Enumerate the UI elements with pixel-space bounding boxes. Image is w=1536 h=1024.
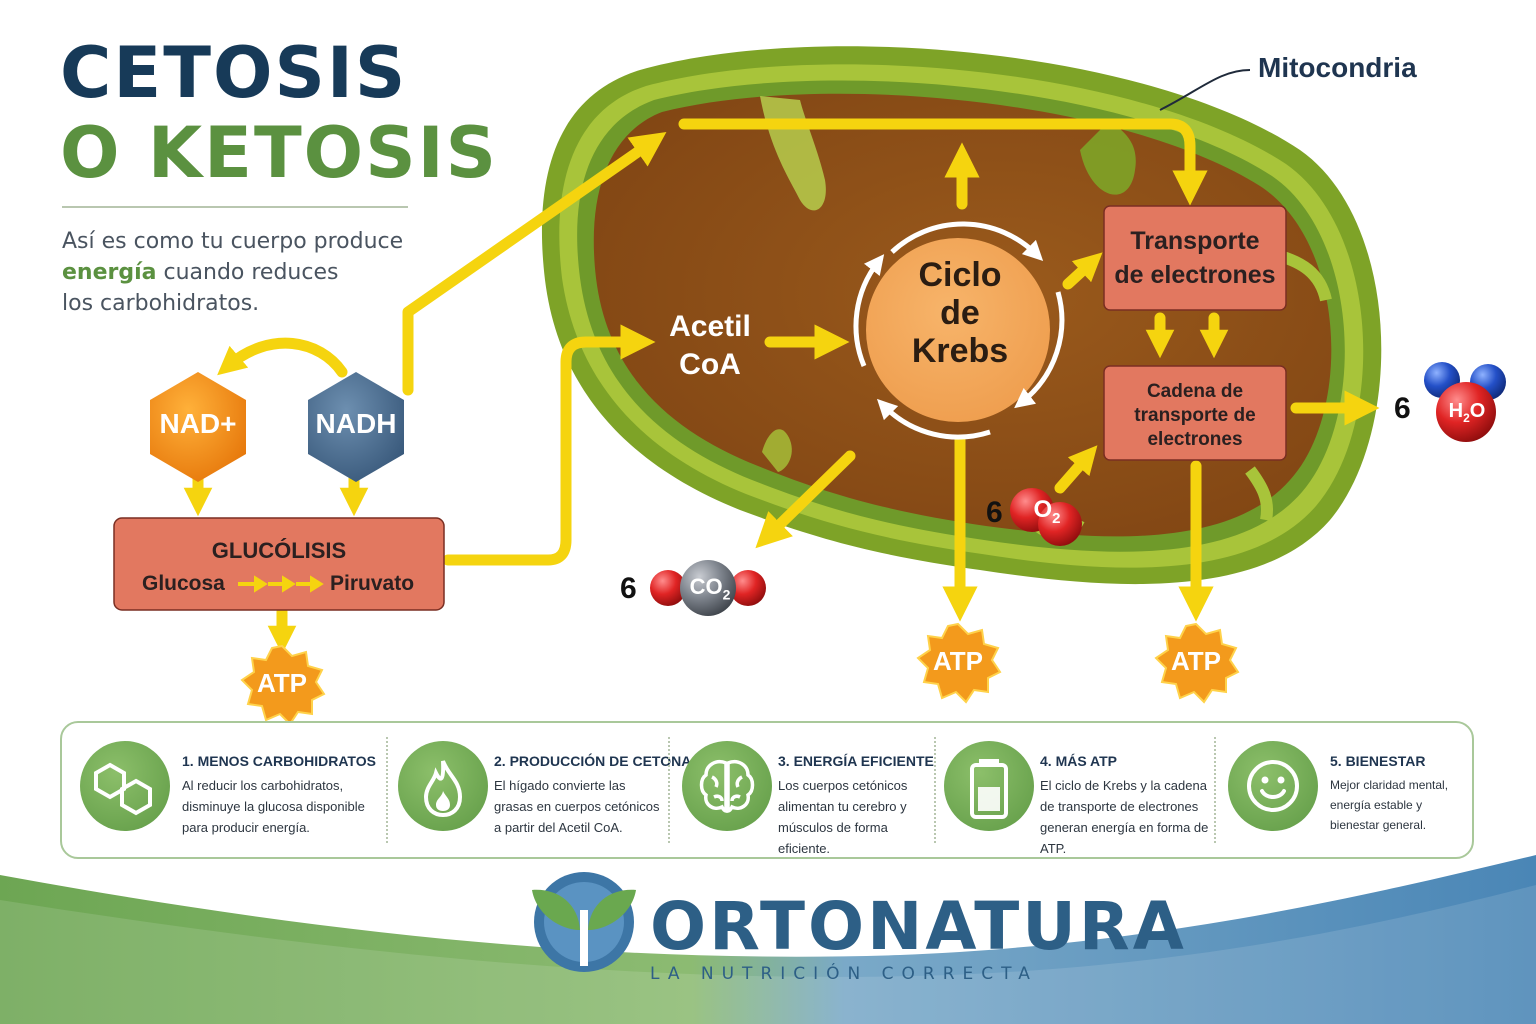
- benefit-text-1: Al reducir los carbohidratos, disminuye …: [182, 778, 365, 835]
- electron-transport-box-shape: [1103, 205, 1287, 311]
- nad-plus-label: NAD+: [159, 408, 237, 439]
- benefit-text-5: Mejor claridad mental, energía estable y…: [1330, 778, 1449, 832]
- benefit-divider: [668, 737, 670, 843]
- glycolysis-title: GLUCÓLISIS: [211, 538, 347, 563]
- benefit-item-3: 3. ENERGÍA EFICIENTE Los cuerpos cetónic…: [670, 723, 934, 857]
- acetyl-coa-line2: CoA: [679, 348, 741, 381]
- h2o-text-o: O: [1469, 400, 1486, 422]
- co2-count: 6: [620, 572, 637, 605]
- page-title-line2: O KETOSIS: [60, 112, 499, 194]
- benefit-item-2: 2. PRODUCCIÓN DE CETONAS El hígado convi…: [388, 723, 701, 857]
- co2-label: CO2: [682, 574, 738, 602]
- krebs-cycle-arrows: [853, 221, 1065, 440]
- subtitle-text-mid: cuando reduces: [156, 260, 339, 285]
- benefit-divider: [1214, 737, 1216, 843]
- h2o-molecule: [1424, 362, 1506, 442]
- benefits-panel: 1. MENOS CARBOHIDRATOS Al reducir los ca…: [60, 721, 1474, 859]
- electron-transport-line2: de electrones: [1114, 261, 1276, 289]
- glycolysis-to: Piruvato: [330, 572, 415, 595]
- brain-icon: [682, 741, 772, 831]
- o2-molecule: [1010, 488, 1082, 546]
- o2-count: 6: [986, 496, 1003, 529]
- krebs-label: Ciclo de Krebs: [878, 256, 1042, 370]
- electron-transport-label: Transporte de electrones: [1104, 224, 1286, 292]
- electron-chain-line2: transporte de: [1134, 405, 1256, 426]
- glycolysis-box-shape: [113, 517, 445, 611]
- krebs-line2: de: [940, 294, 980, 332]
- benefit-item-5: 5. BIENESTAR Mejor claridad mental, ener…: [1216, 723, 1472, 857]
- krebs-circle: [866, 238, 1050, 422]
- acetyl-coa-line1: Acetil: [669, 310, 751, 343]
- benefit-text-2: El hígado convierte las grasas en cuerpo…: [494, 778, 660, 835]
- o2-label: O2: [1022, 496, 1072, 527]
- nad-plus-hexagon: [150, 372, 246, 482]
- benefit-text-4: El ciclo de Krebs y la cadena de transpo…: [1040, 778, 1209, 856]
- acetyl-coa-label: Acetil CoA: [650, 308, 770, 384]
- benefit-item-4: 4. MÁS ATP El ciclo de Krebs y la cadena…: [936, 723, 1214, 857]
- brand-tagline: LA NUTRICIÓN CORRECTA: [650, 964, 1038, 984]
- electron-transport-line1: Transporte: [1130, 227, 1260, 255]
- smiley-icon: [1228, 741, 1318, 831]
- electron-chain-line3: electrones: [1147, 429, 1243, 450]
- benefit-title-2: 2. PRODUCCIÓN DE CETONAS: [494, 753, 701, 769]
- benefit-title-4: 4. MÁS ATP: [1040, 753, 1118, 769]
- subtitle-text-post: los carbohidratos.: [62, 291, 260, 316]
- mitochondria-label: Mitocondria: [1258, 52, 1417, 83]
- benefit-item-1: 1. MENOS CARBOHIDRATOS Al reducir los ca…: [62, 723, 386, 857]
- o2-subscript: 2: [1052, 509, 1061, 527]
- ortonatura-logo-mark: [532, 872, 636, 972]
- glycolysis-from: Glucosa: [142, 572, 225, 595]
- nadh-hexagon: [308, 372, 404, 482]
- benefit-divider: [934, 737, 936, 843]
- electron-chain-box-shape: [1103, 365, 1287, 461]
- flame-icon: [398, 741, 488, 831]
- electron-chain-label: Cadena de transporte de electrones: [1104, 380, 1286, 452]
- benefit-title-1: 1. MENOS CARBOHIDRATOS: [182, 753, 376, 769]
- krebs-line1: Ciclo: [918, 256, 1002, 294]
- h2o-text-h: H: [1448, 400, 1464, 422]
- benefit-text-3: Los cuerpos cetónicos alimentan tu cereb…: [778, 778, 908, 856]
- h2o-subscript: 2: [1463, 411, 1470, 425]
- hexagon-molecule-icon: [80, 741, 170, 831]
- h2o-label: H2O: [1440, 400, 1494, 425]
- subtitle: Así es como tu cuerpo produce energía cu…: [62, 226, 422, 319]
- benefit-divider: [386, 737, 388, 843]
- subtitle-highlight: energía: [62, 260, 157, 285]
- atp-label-glycolysis: ATP: [256, 668, 308, 698]
- brand-name: ORTONATURA: [650, 888, 1187, 965]
- battery-icon: [944, 741, 1034, 831]
- nadh-label: NADH: [315, 408, 397, 439]
- o2-text: O: [1033, 496, 1053, 523]
- co2-text: CO: [689, 574, 723, 599]
- bottom-wave: [0, 855, 1536, 1024]
- benefit-title-5: 5. BIENESTAR: [1330, 753, 1426, 769]
- electron-chain-line1: Cadena de: [1146, 381, 1244, 402]
- h2o-count: 6: [1394, 392, 1411, 425]
- atp-burst-shapes: [240, 622, 1240, 726]
- co2-subscript: 2: [722, 586, 731, 603]
- title-divider: [62, 206, 408, 208]
- benefit-title-3: 3. ENERGÍA EFICIENTE: [778, 753, 934, 769]
- krebs-line3: Krebs: [911, 332, 1009, 370]
- page-title-line1: CETOSIS: [60, 32, 408, 114]
- atp-label-krebs: ATP: [932, 646, 984, 676]
- subtitle-text-pre: Así es como tu cuerpo produce: [62, 229, 404, 254]
- co2-molecule: [650, 560, 766, 616]
- atp-label-chain: ATP: [1170, 646, 1222, 676]
